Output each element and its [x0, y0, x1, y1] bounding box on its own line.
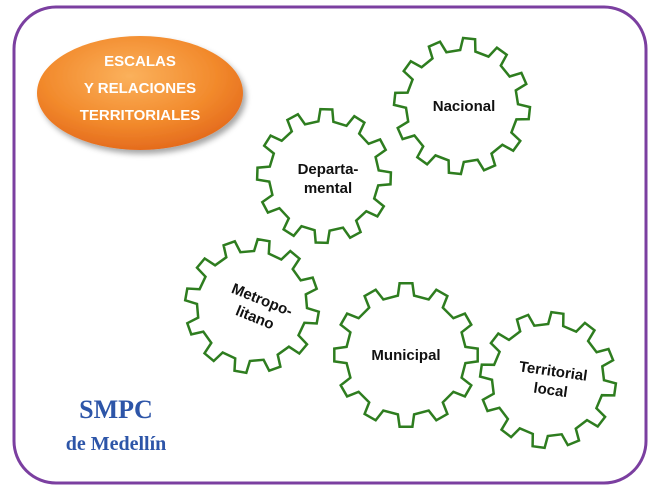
title-badge: ESCALAS Y RELACIONES TERRITORIALES: [37, 36, 243, 150]
gear-label-municipal: Municipal: [371, 347, 440, 364]
badge-line-2: Y RELACIONES: [84, 80, 196, 97]
gear-nacional: Nacional: [392, 36, 532, 176]
gear-outline: [478, 310, 618, 450]
gear-label-departamental-1: Departa-: [298, 161, 359, 178]
gear-departamental: Departa- mental: [255, 107, 393, 245]
gear-territorial-local: Territorial local: [478, 310, 618, 450]
gear-label-territorial-2: local: [532, 380, 568, 402]
gear-outline: [392, 36, 532, 176]
badge-line-3: TERRITORIALES: [80, 107, 201, 124]
gear-label-departamental-2: mental: [304, 180, 352, 197]
badge-line-1: ESCALAS: [104, 53, 176, 70]
brand-subtitle: de Medellín: [66, 433, 167, 455]
gear-outline: [183, 237, 321, 375]
gear-municipal: Municipal: [333, 282, 479, 428]
gear-label-nacional: Nacional: [433, 98, 496, 115]
brand-title: SMPC: [79, 395, 153, 424]
gear-metropolitano: Metropo- litano: [183, 237, 321, 375]
gear-outline: [333, 282, 479, 428]
gear-outline: [255, 107, 393, 245]
